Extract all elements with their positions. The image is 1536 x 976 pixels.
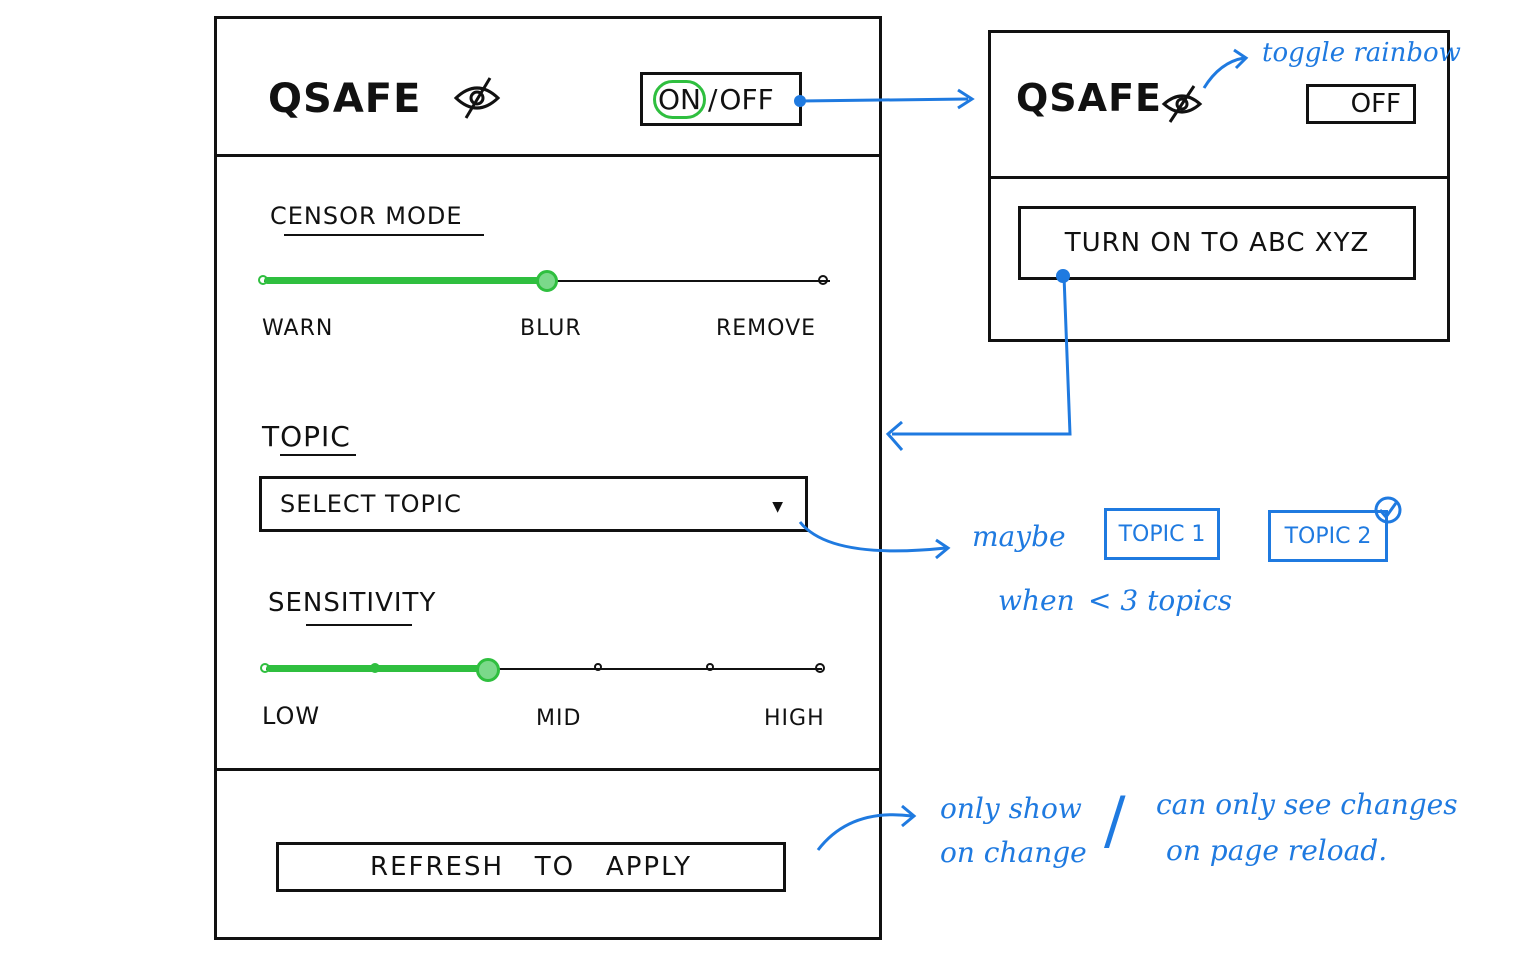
note-maybe: maybe <box>972 520 1066 553</box>
sensitivity-label-low: LOW <box>262 702 321 730</box>
censor-mode-label-warn: WARN <box>262 316 334 341</box>
off-power-toggle[interactable]: OFF <box>1306 84 1416 124</box>
sensitivity-stop-4[interactable] <box>594 663 602 671</box>
note-when: when <box>998 584 1075 617</box>
sensitivity-title: SENSITIVITY <box>268 588 437 618</box>
arrowhead-off-panel <box>957 88 975 110</box>
eye-slash-icon-off[interactable] <box>1160 82 1204 126</box>
censor-mode-slider-fill <box>264 277 547 284</box>
sensitivity-stop-6[interactable] <box>815 663 825 673</box>
off-panel-frame <box>988 30 1450 342</box>
main-panel: QSAFE ON / OFF CENSOR MODE WARN BLUR REM… <box>214 16 882 940</box>
censor-mode-title-underline <box>284 234 484 236</box>
topic-select-placeholder: SELECT TOPIC <box>280 490 462 518</box>
brand-title: QSAFE <box>268 76 422 122</box>
sensitivity-stop-1[interactable] <box>260 663 270 673</box>
eye-slash-icon[interactable] <box>452 74 502 122</box>
censor-mode-slider-thumb[interactable] <box>536 270 558 292</box>
note-on-change: on change <box>940 836 1087 869</box>
main-panel-frame <box>214 16 882 940</box>
toggle-separator: / <box>707 82 718 116</box>
censor-mode-label-remove: REMOVE <box>716 316 817 341</box>
arrowhead-note <box>901 804 917 828</box>
off-brand-title: QSAFE <box>1016 76 1162 120</box>
off-header-divider <box>988 176 1450 179</box>
note-can-only-see: can only see changes <box>1156 788 1458 821</box>
note-lt3-topics: < 3 topics <box>1088 584 1233 617</box>
arrowhead-main-panel <box>885 420 904 451</box>
sensitivity-stop-5[interactable] <box>706 663 714 671</box>
sensitivity-label-high: HIGH <box>764 706 825 731</box>
header-divider <box>214 154 882 157</box>
sensitivity-title-underline <box>306 624 412 626</box>
sensitivity-slider-track <box>266 668 822 670</box>
note-toggle-rainbow: toggle rainbow <box>1262 38 1461 68</box>
off-toggle-label: OFF <box>1350 89 1401 119</box>
turn-on-button-label: TURN ON TO ABC XYZ <box>1064 228 1370 258</box>
topic-select[interactable]: SELECT TOPIC ▼ <box>259 476 808 532</box>
sensitivity-slider[interactable] <box>260 658 830 682</box>
turn-on-button[interactable]: TURN ON TO ABC XYZ <box>1018 206 1416 280</box>
topic-title-underline <box>280 454 356 456</box>
refresh-button-label: REFRESH TO APPLY <box>370 852 692 882</box>
censor-mode-stop-end[interactable] <box>818 275 828 285</box>
note-only-show: only show <box>940 792 1082 825</box>
power-toggle[interactable]: ON / OFF <box>640 72 802 126</box>
toggle-on-label: ON <box>653 79 706 119</box>
footer-divider <box>214 768 882 771</box>
refresh-to-apply-button[interactable]: REFRESH TO APPLY <box>276 842 786 892</box>
topic-title: TOPIC <box>262 420 351 453</box>
censor-mode-stop-start[interactable] <box>258 275 268 285</box>
chevron-down-icon: ▼ <box>772 499 783 515</box>
sensitivity-stop-2[interactable] <box>370 663 380 673</box>
arrowhead-chips <box>935 538 951 560</box>
toggle-off-label: OFF <box>719 82 774 116</box>
censor-mode-label-blur: BLUR <box>520 316 582 341</box>
note-slash: / <box>1104 784 1126 858</box>
topic-chip-1[interactable]: TOPIC 1 <box>1104 508 1220 560</box>
note-page-reload: on page reload. <box>1166 834 1388 867</box>
sensitivity-label-mid: MID <box>536 706 582 731</box>
topic-chip-2-label: TOPIC 2 <box>1284 523 1372 549</box>
censor-mode-title: CENSOR MODE <box>270 202 463 230</box>
off-state-panel: QSAFE OFF TURN ON TO ABC XYZ <box>988 30 1450 342</box>
topic-chip-1-label: TOPIC 1 <box>1118 521 1206 547</box>
sensitivity-slider-thumb[interactable] <box>476 658 501 682</box>
topic-chip-2[interactable]: TOPIC 2 <box>1268 510 1388 562</box>
censor-mode-slider[interactable] <box>258 270 838 294</box>
